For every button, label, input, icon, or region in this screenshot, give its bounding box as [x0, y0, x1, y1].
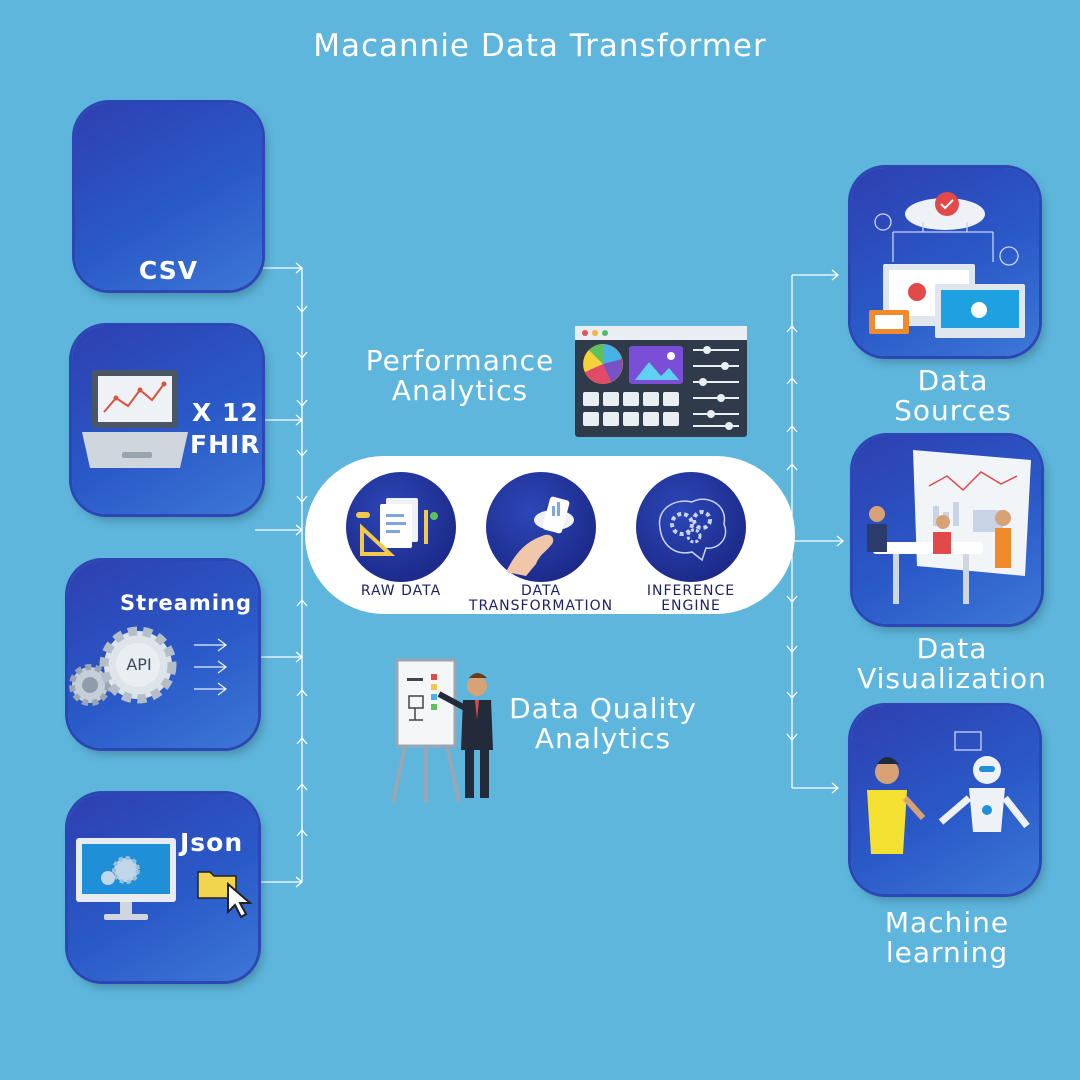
inference-engine-label: INFERENCE ENGINE [621, 584, 761, 614]
csv-label: CSV [138, 256, 199, 285]
raw-data-line: RAW DATA [360, 583, 442, 599]
documents-icon [356, 498, 438, 556]
x12-label: X 12 [192, 398, 259, 427]
performance-analytics-label: Performance Analytics [340, 346, 580, 406]
streaming-card[interactable]: Streaming API [68, 561, 258, 748]
sources-line: Sources [894, 394, 1012, 427]
data-quality-analytics-label: Data Quality Analytics [498, 694, 708, 754]
x12-fhir-card[interactable]: X 12 FHIR [72, 326, 262, 514]
data-line-sources: Data [917, 364, 989, 397]
data-sources-label: Data Sources [868, 366, 1038, 426]
inference-line: INFERENCE [646, 583, 736, 599]
json-label: Json [180, 828, 244, 857]
raw-data-step[interactable] [346, 472, 456, 582]
laptop-chart-icon [82, 370, 188, 468]
data-quality-line: Data Quality [509, 692, 697, 725]
team-dashboard-icon [867, 450, 1031, 604]
data-line-viz: Data [916, 632, 988, 665]
gear-icon [69, 626, 228, 706]
data-sources-card[interactable] [851, 168, 1039, 356]
inference-engine-step[interactable] [636, 472, 746, 582]
cloud-devices-icon [869, 192, 1025, 338]
hand-phone-icon [506, 496, 574, 576]
data-transformation-label: DATA TRANSFORMATION [456, 584, 626, 614]
machine-learning-label: Machine learning [862, 908, 1032, 968]
machine-line: Machine [884, 906, 1010, 939]
transformation-line: TRANSFORMATION [468, 598, 614, 614]
data-line: DATA [520, 583, 562, 599]
raw-data-label: RAW DATA [346, 584, 456, 599]
machine-learning-card[interactable] [851, 706, 1039, 894]
engine-line: ENGINE [661, 598, 721, 614]
fhir-label: FHIR [190, 430, 261, 459]
analytics-line-2: Analytics [534, 722, 672, 755]
streaming-label: Streaming [120, 591, 252, 615]
json-card[interactable]: Json [68, 794, 258, 981]
human-robot-icon [867, 731, 1030, 854]
performance-line: Performance [365, 344, 555, 377]
brain-gears-icon [658, 498, 727, 562]
folder-cursor-icon [197, 871, 253, 919]
data-visualization-card[interactable] [853, 436, 1041, 624]
dashboard-window-icon [575, 326, 747, 437]
data-visualization-label: Data Visualization [848, 634, 1056, 694]
page-title: Macannie Data Transformer [313, 28, 767, 64]
data-transformation-step[interactable] [486, 472, 596, 582]
api-label: API [126, 655, 152, 674]
desktop-gear-icon [76, 838, 176, 920]
analytics-line: Analytics [391, 374, 529, 407]
visualization-line: Visualization [857, 662, 1047, 695]
csv-card[interactable]: CSV [75, 103, 262, 290]
learning-line: learning [885, 936, 1009, 969]
presenter-whiteboard-icon [391, 658, 493, 803]
